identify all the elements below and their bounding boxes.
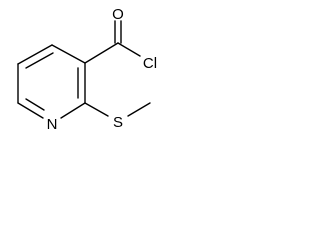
bond-c2-sulfur <box>84 102 109 117</box>
bond-c3-carbonyl <box>84 42 119 64</box>
bond-sulfur-methyl <box>127 102 151 117</box>
ring-bond-c6-n1 <box>17 102 44 119</box>
ring-bond-n1-c2 <box>60 102 86 119</box>
ring-bond-c4-c5-inner <box>25 52 54 69</box>
chlorine-atom-label: Cl <box>143 55 157 72</box>
ring-bond-c6-n1-inner <box>25 98 45 111</box>
sulfur-atom-label: S <box>113 114 123 131</box>
chemical-structure-diagram: O Cl N S <box>17 6 157 133</box>
ring-bond-c3-c4 <box>51 44 86 64</box>
nitrogen-atom-label: N <box>47 116 58 133</box>
oxygen-atom-label: O <box>112 6 124 23</box>
bond-carbonyl-chlorine <box>117 42 141 57</box>
ring-bond-c4-c5 <box>17 44 53 65</box>
